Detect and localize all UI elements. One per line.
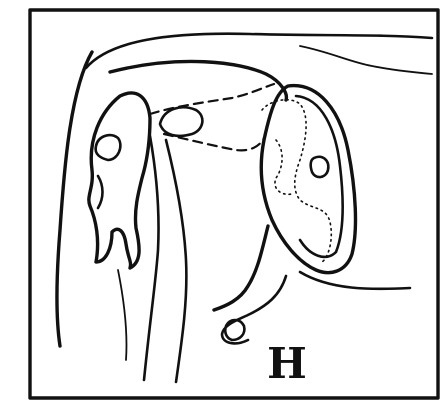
organ-dotted-inner	[275, 140, 292, 194]
small-organ-outline	[160, 107, 202, 136]
fetus-head	[96, 135, 121, 160]
panel-label: H	[262, 340, 312, 388]
fetus-limb	[98, 176, 103, 208]
lower-body-line	[300, 272, 410, 289]
back-contour-inner-line	[300, 46, 432, 74]
lower-right-contour	[214, 226, 268, 310]
organ-dotted-contour	[262, 100, 331, 262]
organ-small-nodule	[311, 157, 329, 177]
hind-limb-outline	[222, 276, 286, 343]
left-body-edge	[57, 52, 92, 346]
fetus-outline	[89, 93, 150, 268]
torso-line-left	[144, 136, 159, 380]
torso-line-mid	[118, 270, 127, 360]
dashed-structure-upper	[150, 84, 274, 114]
back-contour-line	[86, 34, 432, 68]
hoof-outline	[225, 320, 244, 340]
torso-line-right	[166, 140, 186, 382]
